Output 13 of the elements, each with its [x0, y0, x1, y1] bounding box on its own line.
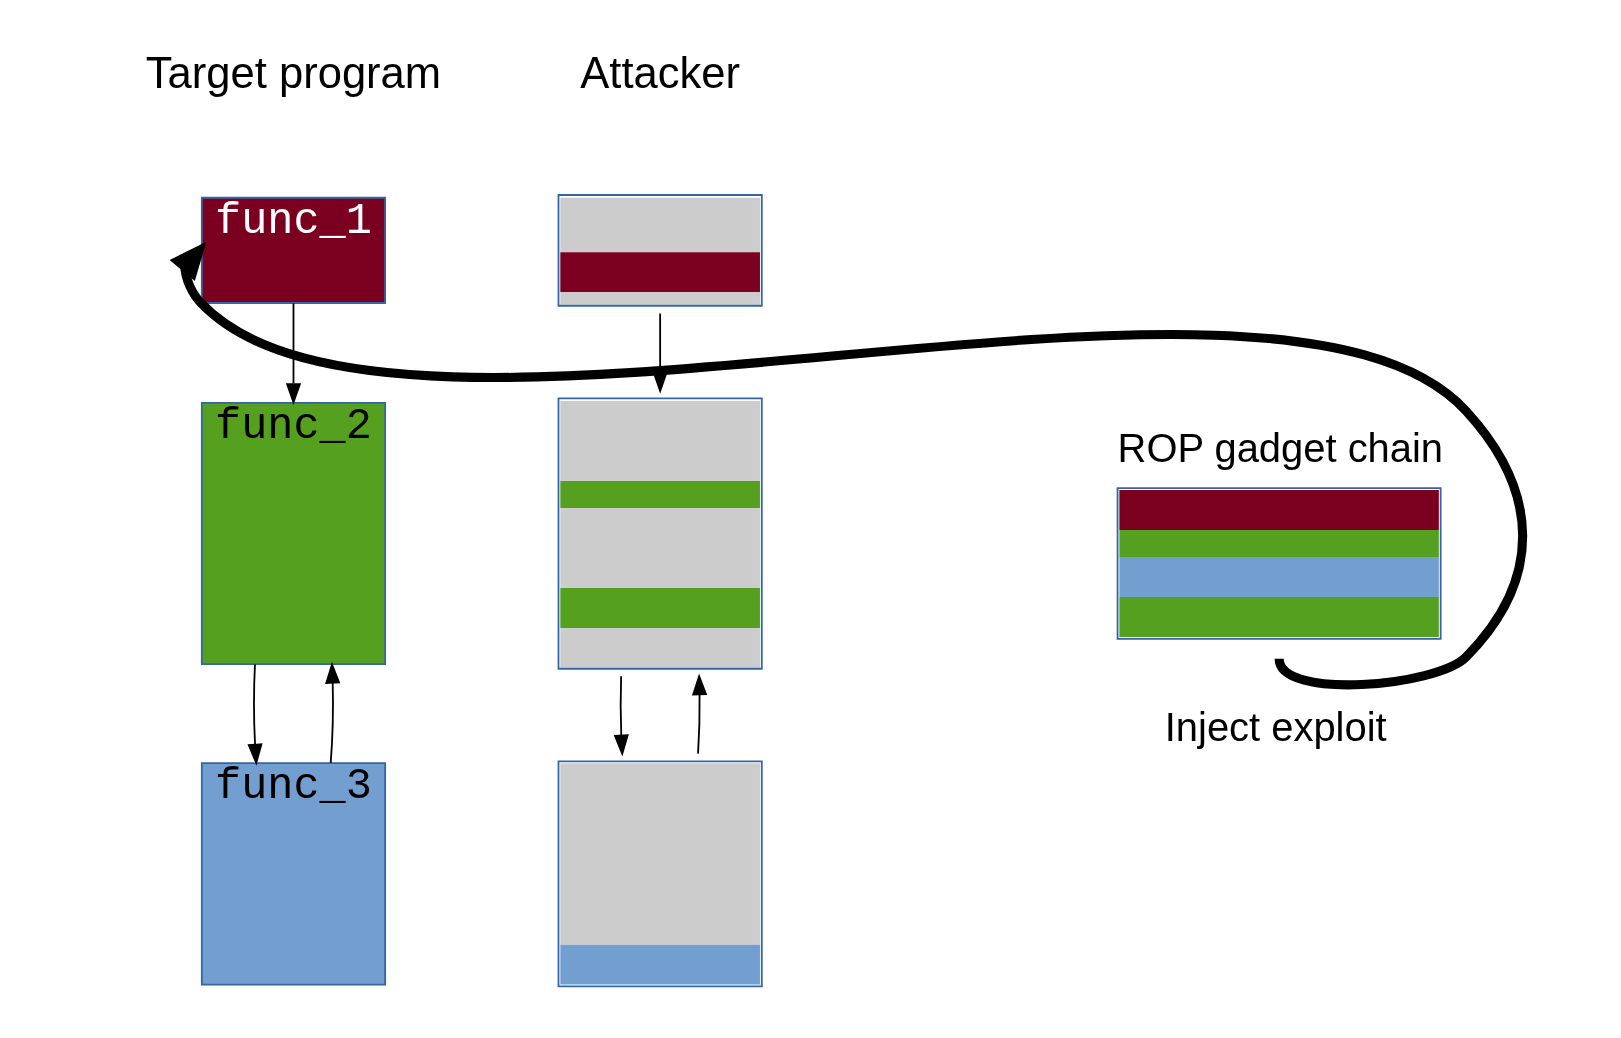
node-box: func_1 — [200, 196, 386, 304]
edge-label: Inject exploit — [1164, 705, 1387, 750]
arrow — [324, 661, 340, 764]
label: Target program — [145, 49, 441, 98]
node-label: ROP gadget chain — [1117, 426, 1443, 470]
arrow — [691, 673, 707, 755]
node-box: func_3 — [200, 762, 386, 986]
label: Attacker — [579, 49, 740, 98]
arrow — [246, 663, 263, 766]
node-box: func_2 — [200, 401, 386, 666]
arrow — [285, 302, 301, 405]
arrow — [169, 241, 1527, 690]
arrow — [613, 675, 629, 757]
